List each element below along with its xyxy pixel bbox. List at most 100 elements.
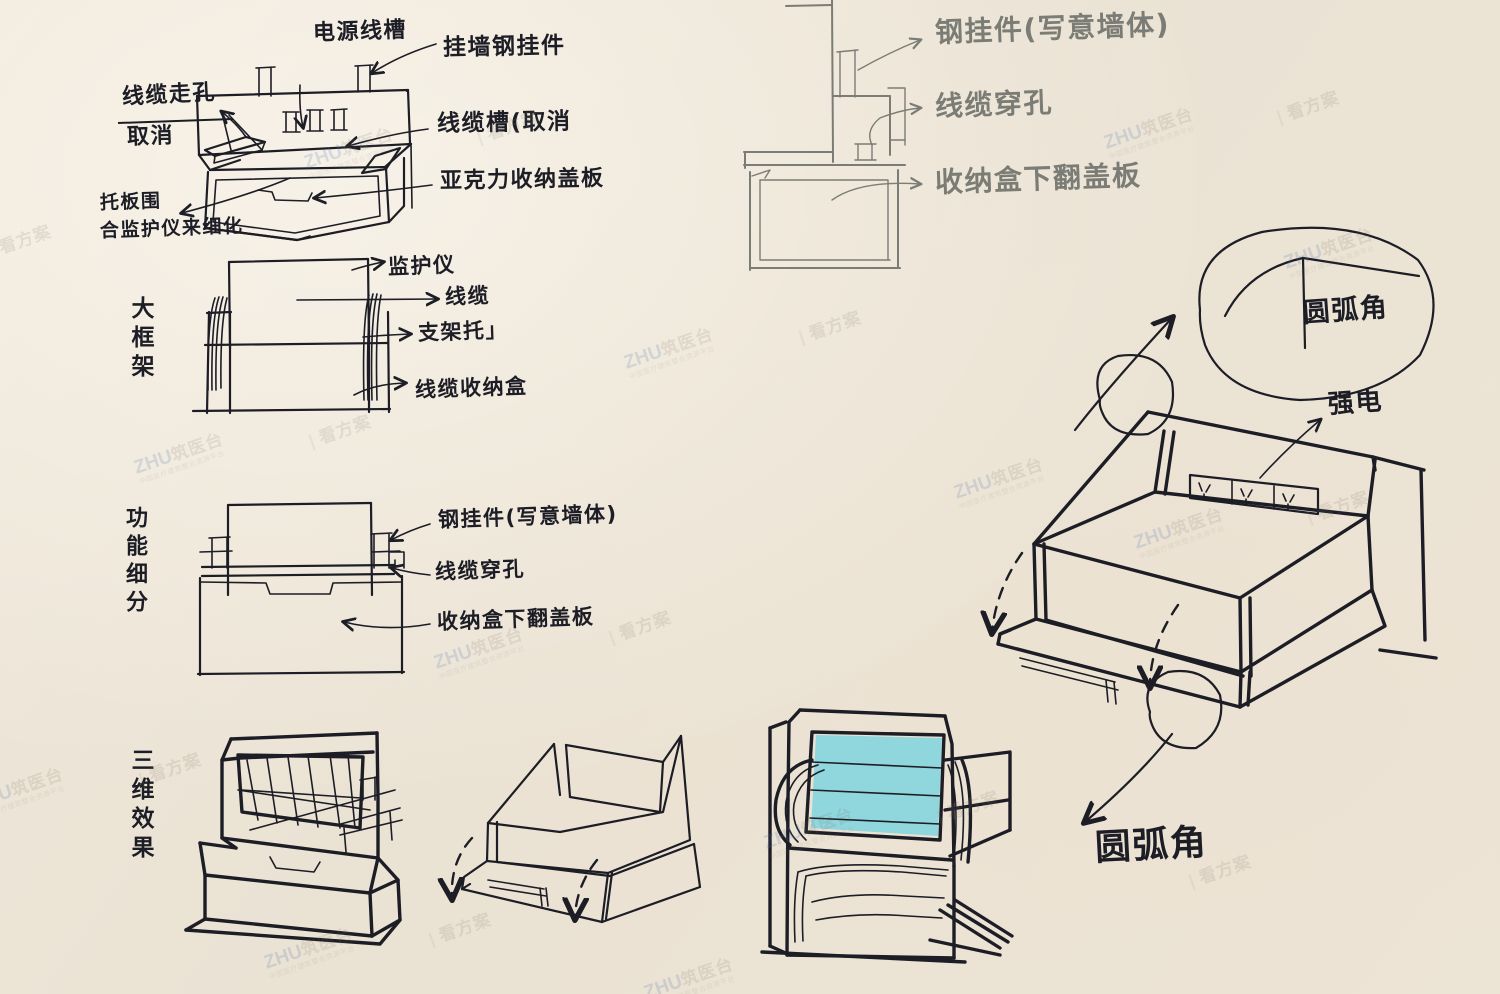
watermark-brand-cn: 筑医台 <box>798 804 856 840</box>
watermark: ZHU筑医台 中国医疗建筑整合资源平台 <box>640 950 739 994</box>
watermark-brand-cn: 筑医台 <box>1168 504 1226 540</box>
annotation-cable-hole-top: 线缆穿孔 <box>934 85 1054 123</box>
watermark: ZHU筑医台 中国医疗建筑整合资源平台 <box>1100 100 1199 162</box>
watermark-brand: ZHU <box>301 141 346 174</box>
watermark-site: 看方案 <box>806 308 864 344</box>
annotation-steel-hanger-wall: 钢挂件(写意墙体) <box>437 501 619 532</box>
annotation-strong-electric: 强电 <box>1326 386 1384 420</box>
watermark-brand-cn: 筑医台 <box>988 454 1046 490</box>
watermark-brand-cn: 筑医台 <box>168 429 226 465</box>
watermark-separator: | <box>306 431 318 452</box>
watermark-brand-cn: 筑医台 <box>1318 224 1376 260</box>
watermark-brand: ZHU <box>621 341 666 374</box>
annotation-underline <box>118 117 233 125</box>
annotation-rounded-corner-callout: 圆弧角 <box>1301 292 1390 329</box>
annotation-acrylic-cover: 亚克力收纳盖板 <box>439 166 605 194</box>
block3-sketch <box>196 501 431 677</box>
watermark-brand: ZHU <box>1101 121 1146 154</box>
watermark-site: 看方案 <box>616 608 674 644</box>
block5-sketch <box>743 0 920 271</box>
watermark-site: 看方案 <box>436 910 494 946</box>
watermark: ZHU筑医台 中国医疗建筑整合资源平台 <box>950 450 1049 512</box>
watermark-brand-cn: 筑医台 <box>8 764 66 800</box>
annotation-bracket-support: 支架托」 <box>417 317 509 345</box>
watermark: |看方案 <box>300 407 374 453</box>
label-function-subdivision: 功能细分 <box>122 506 147 618</box>
annotation-wall-steel-hanger: 挂墙钢挂件 <box>442 32 566 61</box>
watermark: |看方案 <box>420 905 494 951</box>
watermark-brand-cn: 筑医台 <box>298 924 356 960</box>
annotation-patient-monitor: 监护仪 <box>387 252 456 279</box>
watermark-brand-sub: 中国医疗建筑整合资源平台 <box>268 945 356 982</box>
watermark: ZHU筑医台 中国医疗建筑整合资源平台 <box>130 425 229 487</box>
block2-sketch <box>191 259 437 415</box>
watermark-brand-sub: 中国医疗建筑整合资源平台 <box>628 345 716 382</box>
annotation-rounded-corner-bottom: 圆弧角 <box>1093 822 1209 869</box>
annotation-cable-through-hole: 线缆穿孔 <box>434 556 526 584</box>
annotation-tray-enclosure: 托板围 <box>99 189 162 214</box>
label-3d-effect: 三维效果 <box>127 748 153 864</box>
watermark-separator: | <box>606 627 618 648</box>
watermark-brand: ZHU <box>761 821 806 854</box>
watermark-brand-sub: 中国医疗建筑整合资源平台 <box>1108 125 1196 162</box>
annotation-flip-down-cover: 收纳盒下翻盖板 <box>436 604 595 634</box>
watermark: |看方案 <box>928 783 1002 829</box>
watermark-brand: ZHU <box>431 641 476 674</box>
watermark-separator: | <box>1274 107 1286 128</box>
watermark: ZHU筑医台 中国医疗建筑整合资源平台 <box>620 320 719 382</box>
block4-sketch-left <box>184 731 403 946</box>
annotation-cable-hole: 线缆走孔 <box>121 80 217 110</box>
watermark: ZHU筑医台 中国医疗建筑整合资源平台 <box>1280 220 1379 282</box>
watermark-brand: ZHU <box>0 781 16 814</box>
watermark: |看方案 <box>1298 483 1372 529</box>
watermark-site: 看方案 <box>0 222 54 258</box>
watermark-site: 看方案 <box>1284 88 1342 124</box>
watermark-brand-sub: 中国医疗建筑整合资源平台 <box>648 975 736 994</box>
watermark-brand-sub: 中国医疗建筑整合资源平台 <box>308 145 396 182</box>
watermark-brand: ZHU <box>131 446 176 479</box>
watermark-brand-sub: 中国医疗建筑整合资源平台 <box>0 785 66 822</box>
watermark-brand-sub: 中国医疗建筑整合资源平台 <box>958 475 1046 512</box>
watermark: |看方案 <box>1268 83 1342 129</box>
watermark-brand-sub: 中国医疗建筑整合资源平台 <box>1138 525 1226 562</box>
annotation-cancel: 取消 <box>126 123 175 150</box>
watermark-brand-cn: 筑医台 <box>678 954 736 990</box>
watermark-separator: | <box>1304 507 1316 528</box>
watermark: |看方案 <box>0 217 54 263</box>
watermark-brand-cn: 筑医台 <box>1138 104 1196 140</box>
watermark: |看方案 <box>600 603 674 649</box>
watermark-brand-sub: 中国医疗建筑整合资源平台 <box>768 825 856 862</box>
watermark-separator: | <box>796 327 808 348</box>
watermark-separator: | <box>426 929 438 950</box>
watermark-site: 看方案 <box>944 788 1002 824</box>
watermark-brand: ZHU <box>261 941 306 974</box>
watermark: ZHU筑医台 中国医疗建筑整合资源平台 <box>300 120 399 182</box>
block4-sketch-middle <box>452 734 702 924</box>
block1-sketch <box>182 43 437 242</box>
annotation-steel-hanger-wall-top: 钢挂件(写意墙体) <box>934 7 1171 49</box>
annotation-monitor-refine: 合监护仪来细化 <box>99 214 244 242</box>
watermark-brand: ZHU <box>1131 521 1176 554</box>
watermark-brand-cn: 筑医台 <box>338 124 396 160</box>
annotation-flip-cover-top: 收纳盒下翻盖板 <box>934 158 1142 199</box>
annotation-cable: 线缆 <box>444 283 491 309</box>
annotation-cable-trough-cancel: 线缆槽(取消 <box>436 108 572 137</box>
watermark-brand-sub: 中国医疗建筑整合资源平台 <box>138 450 226 487</box>
annotation-cable-storage-box: 线缆收纳盒 <box>414 374 528 402</box>
watermark-site: 看方案 <box>316 412 374 448</box>
watermark-brand-sub: 中国医疗建筑整合资源平台 <box>438 645 526 682</box>
watermark: ZHU筑医台 中国医疗建筑整合资源平台 <box>760 800 859 862</box>
watermark-brand-cn: 筑医台 <box>658 324 716 360</box>
watermark-site: 看方案 <box>146 750 204 786</box>
watermark-brand: ZHU <box>951 471 996 504</box>
watermark: ZHU筑医台 中国医疗建筑整合资源平台 <box>1130 500 1229 562</box>
watermark-brand-sub: 中国医疗建筑整合资源平台 <box>1288 245 1376 282</box>
block4-sketch-right <box>760 708 1014 964</box>
watermark-separator: | <box>0 240 3 263</box>
watermark-brand: ZHU <box>1281 241 1326 274</box>
annotation-power-trough: 电源线槽 <box>312 17 408 46</box>
